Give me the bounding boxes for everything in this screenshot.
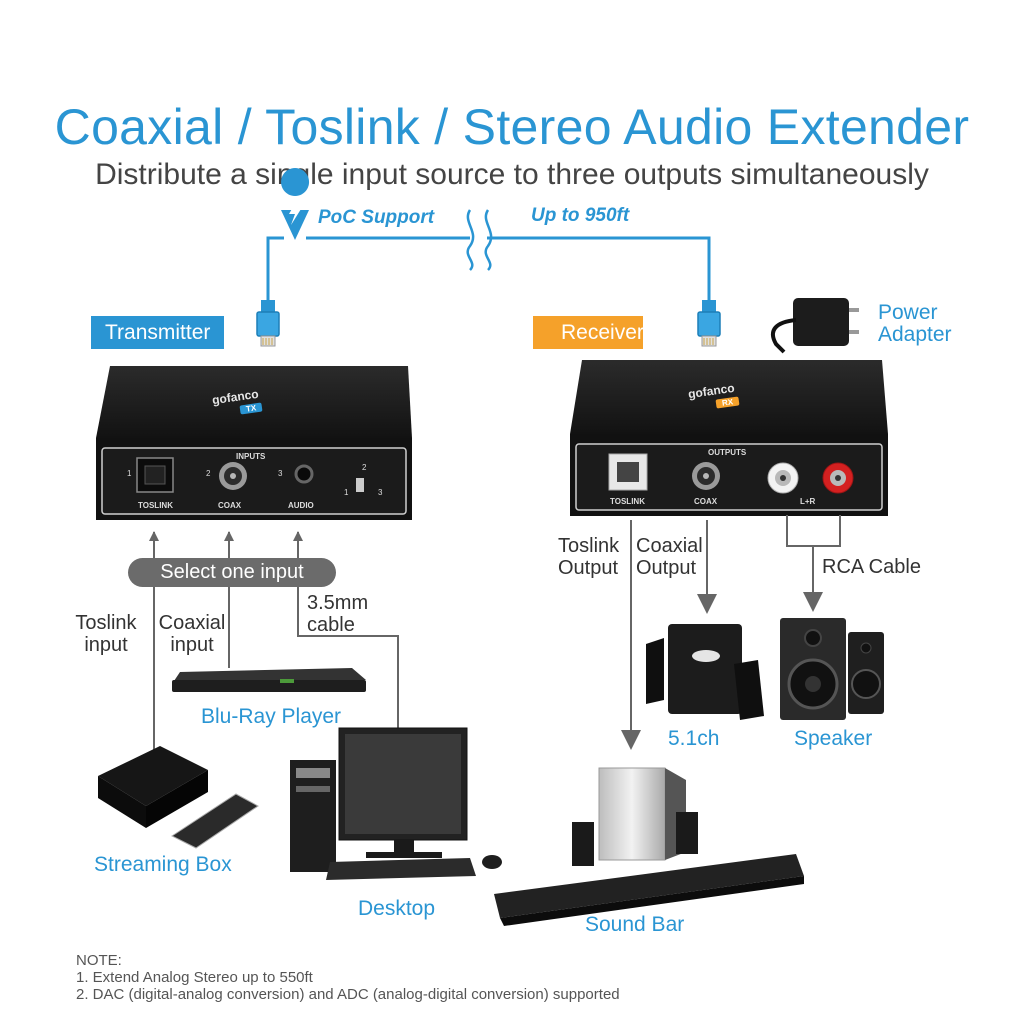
tx-switch-top: 2 [362, 463, 367, 472]
power-adapter-label: Power Adapter [878, 302, 952, 346]
toslink-output-line2: Output [558, 557, 619, 579]
note-line-1: 1. Extend Analog Stereo up to 550ft [76, 969, 313, 986]
rj45-connector-rx [697, 300, 721, 347]
cable-label-line2: cable [307, 614, 355, 636]
tx-port2-label: COAX [218, 501, 242, 510]
notes-block: NOTE: 1. Extend Analog Stereo up to 550f… [76, 952, 620, 1003]
coaxial-input-label: Coaxial input [158, 612, 226, 656]
tx-switch-right: 3 [378, 488, 383, 497]
coaxial-input-line1: Coaxial [158, 612, 226, 634]
power-adapter-label-line2: Adapter [878, 323, 952, 346]
cable-break-icon [466, 209, 493, 271]
rj45-connector-tx [256, 300, 280, 347]
distance-label: Up to 950ft [531, 205, 630, 226]
coaxial-output-line2: Output [636, 557, 697, 579]
bookshelf-speaker-device [780, 618, 884, 720]
soundbar-caption: Sound Bar [585, 913, 685, 936]
streaming-box-device [98, 746, 259, 849]
select-input-pill [128, 558, 336, 587]
tx-port1-num: 1 [127, 469, 132, 478]
desktop-caption: Desktop [358, 897, 436, 920]
tx-switch-left: 1 [344, 488, 349, 497]
tx-port3-num: 3 [278, 469, 283, 478]
rx-panel-title: OUTPUTS [708, 448, 747, 457]
tx-port2-num: 2 [206, 469, 211, 478]
bluray-caption: Blu-Ray Player [201, 705, 342, 728]
transmitter-tag: Transmitter [91, 316, 225, 349]
page-subtitle: Distribute a single input source to thre… [95, 158, 929, 191]
speaker-caption: Speaker [794, 727, 873, 750]
tx-port1-label: TOSLINK [138, 501, 173, 510]
note-line-2: 2. DAC (digital-analog conversion) and A… [76, 986, 620, 1003]
ethernet-cable [266, 236, 711, 300]
receiver-tag: Receiver [533, 316, 644, 349]
coaxial-output-label: Coaxial Output [636, 535, 703, 579]
page-title: Coaxial / Toslink / Stereo Audio Extende… [54, 99, 970, 155]
toslink-output-label: Toslink Output [558, 535, 619, 579]
streaming-caption: Streaming Box [94, 853, 232, 876]
toslink-input-label: Toslink input [72, 612, 140, 656]
desktop-device [290, 727, 502, 880]
coaxial-output-line1: Coaxial [636, 535, 703, 557]
cable-label: 3.5mm cable [307, 592, 368, 636]
transmitter-unit [96, 366, 412, 520]
select-input-label: Select one input [160, 561, 304, 583]
surround-speaker-device [646, 624, 764, 720]
note-heading: NOTE: [76, 952, 122, 969]
tx-panel-title: INPUTS [236, 452, 266, 461]
rx-port3-label: L+R [800, 497, 816, 506]
rca-cable-label: RCA Cable [822, 556, 921, 578]
toslink-input-line2: input [84, 634, 128, 656]
coaxial-input-line2: input [170, 634, 214, 656]
toslink-input-line1: Toslink [75, 612, 137, 634]
toslink-output-line1: Toslink [558, 535, 620, 557]
poc-support-label: PoC Support [318, 207, 435, 228]
cable-label-line1: 3.5mm [307, 592, 369, 614]
rx-output-lines [621, 515, 841, 750]
tx-port3-label: AUDIO [288, 501, 314, 510]
rx-port2-label: COAX [694, 497, 718, 506]
surround-caption: 5.1ch [668, 727, 720, 750]
poc-lightning-icon [281, 168, 310, 240]
bluray-player-device [172, 668, 366, 692]
rx-port1-label: TOSLINK [610, 497, 645, 506]
power-adapter-label-line1: Power [878, 301, 938, 324]
soundbar-device [494, 767, 804, 926]
power-adapter [770, 298, 859, 354]
